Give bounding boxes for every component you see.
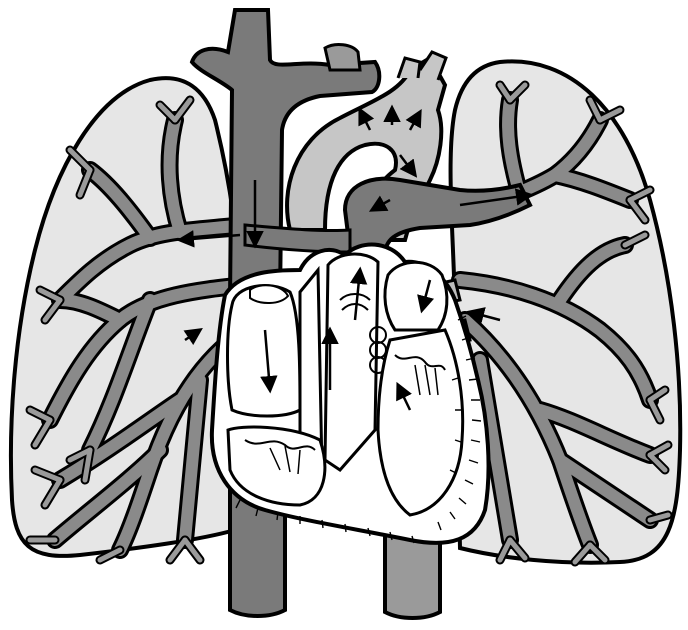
left-pulmonary-artery: [245, 225, 350, 252]
brachiocephalic-vessel: [325, 45, 360, 70]
left-atrium: [385, 262, 447, 330]
right-atrium: [228, 286, 301, 416]
